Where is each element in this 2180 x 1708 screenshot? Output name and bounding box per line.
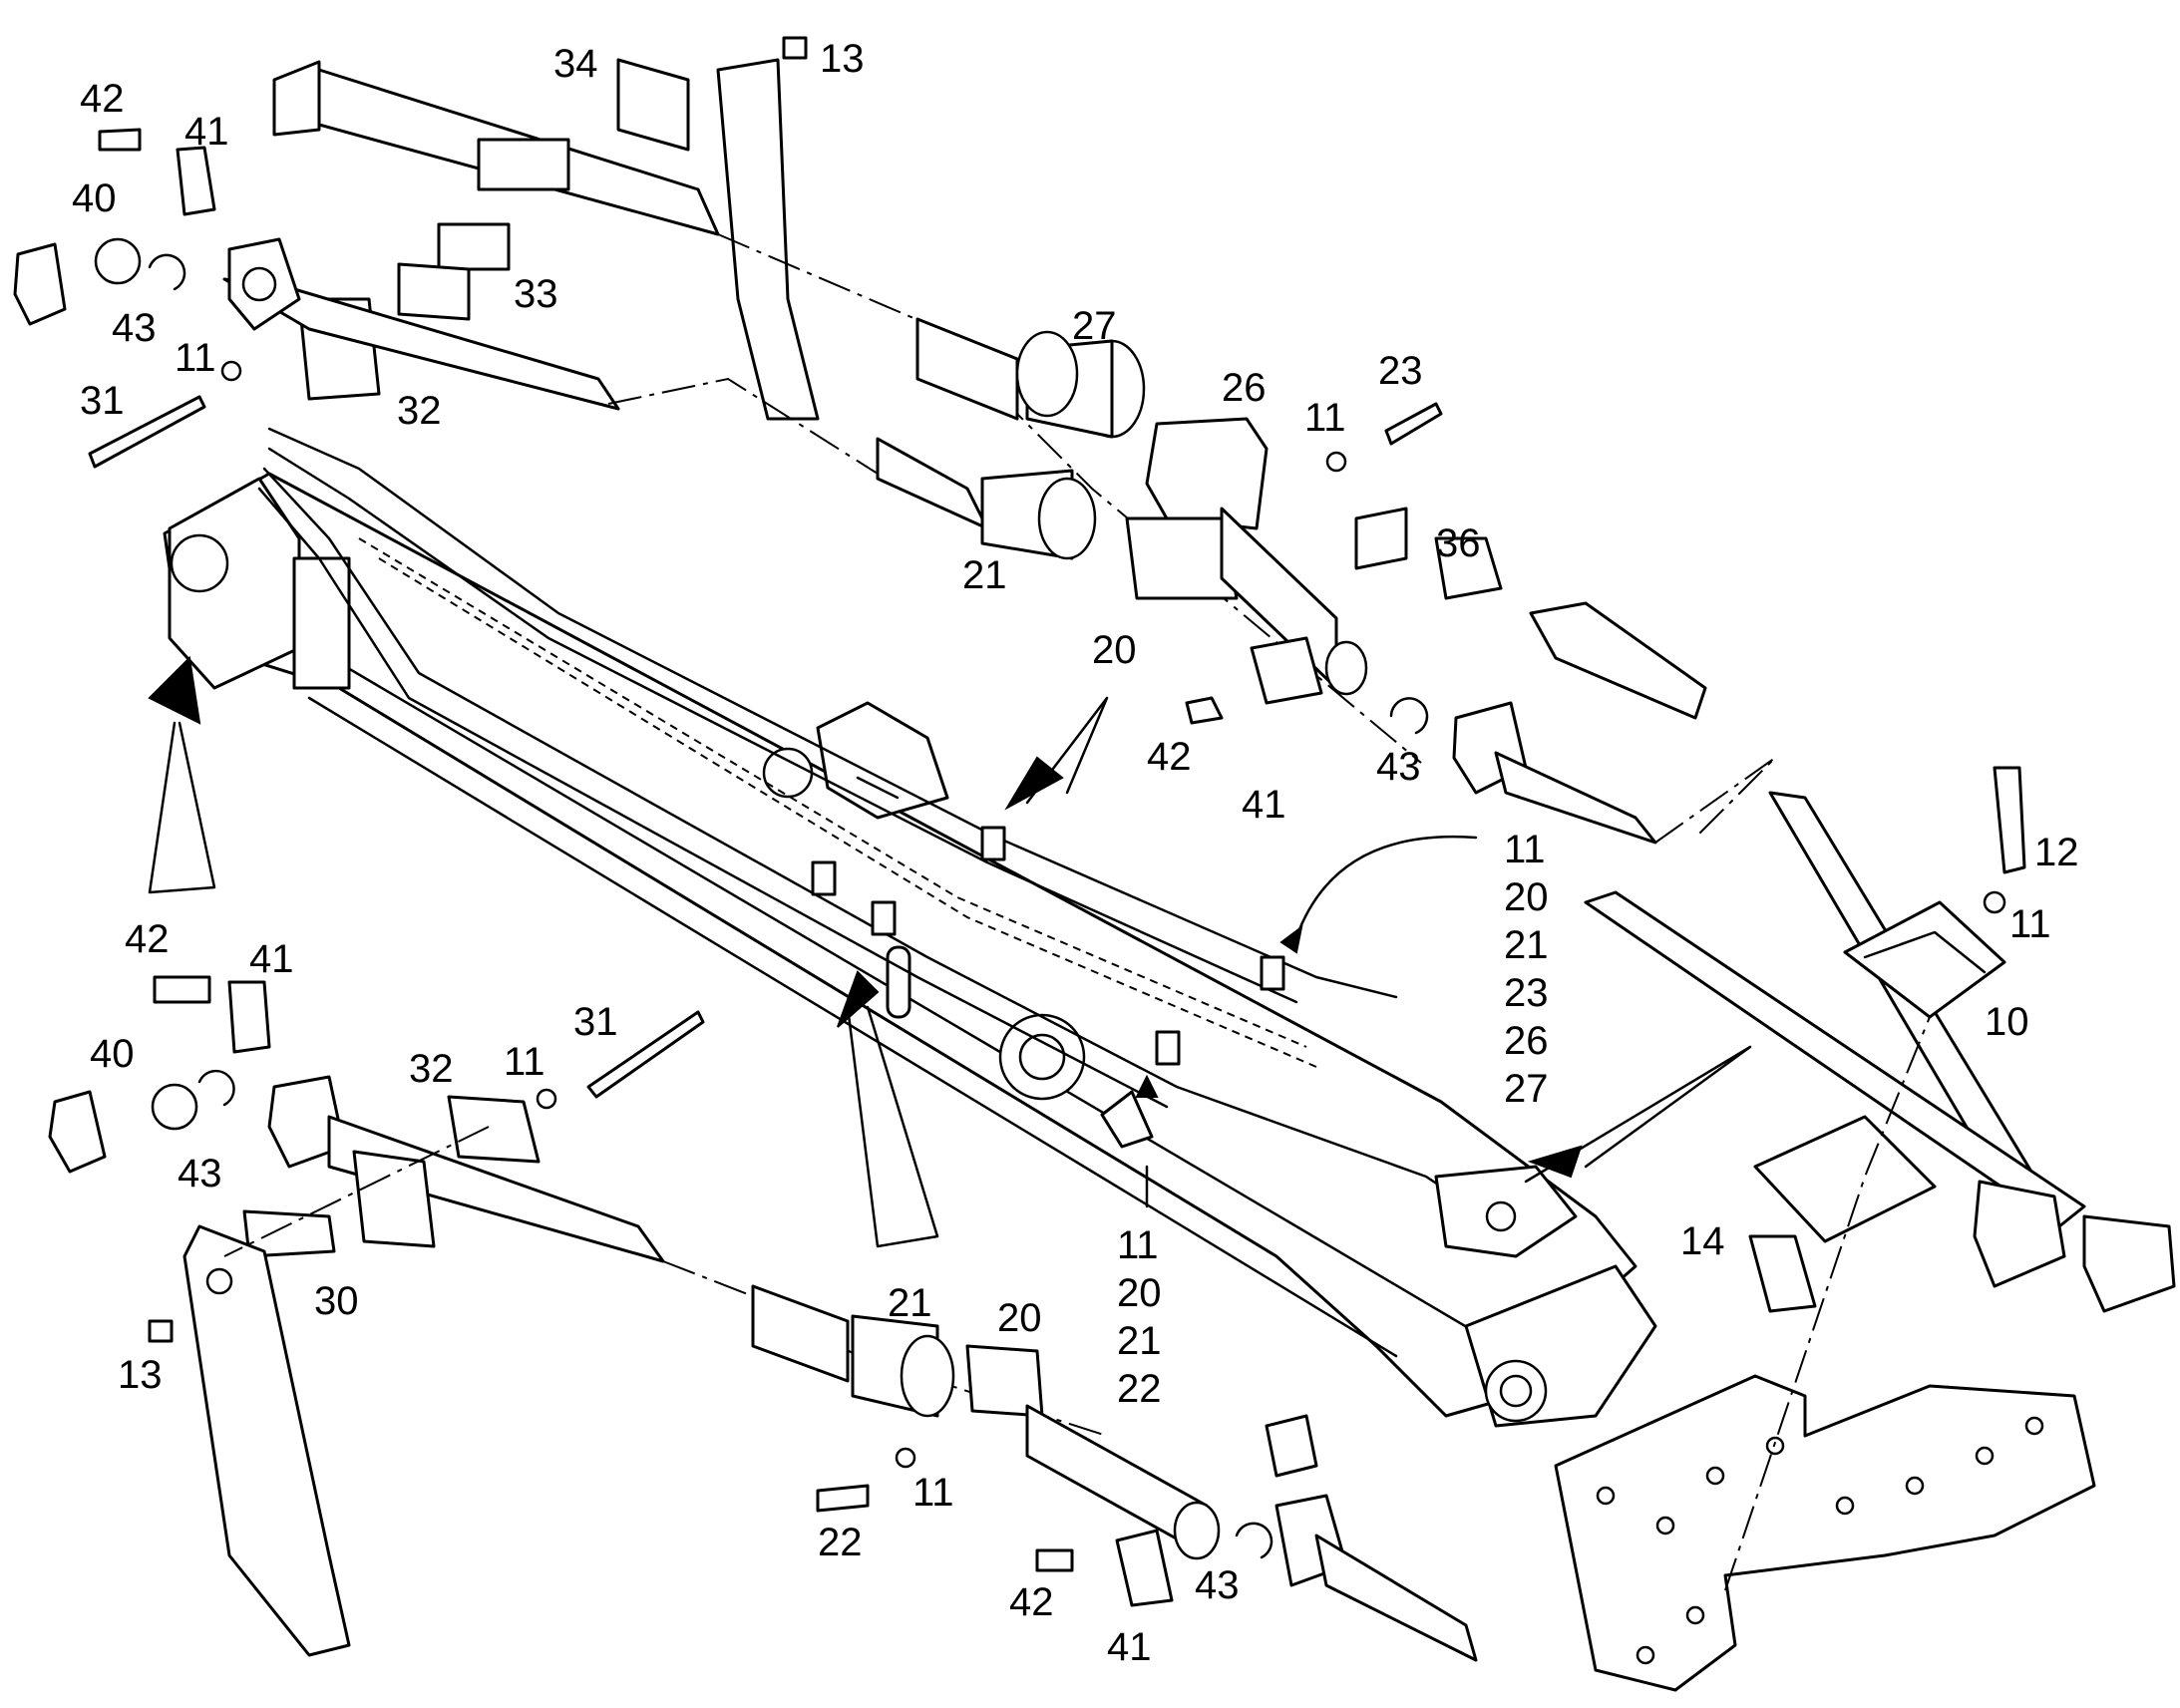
callout-label: 33 (514, 272, 558, 316)
callout-stack-center: 11 20 21 22 (1117, 1223, 1162, 1411)
callout-label: 41 (184, 110, 229, 154)
arrow-boom-left (148, 655, 201, 725)
callout-label: 27 (1072, 304, 1117, 348)
callout-label: 41 (249, 937, 294, 981)
callout-label: 34 (553, 42, 598, 86)
callout-stack-line: 20 (1504, 875, 1549, 919)
callout-label: 11 (2009, 902, 2051, 946)
callout-label: 20 (1092, 628, 1137, 672)
arrow-boom-center (837, 970, 880, 1028)
callout-stack-line: 23 (1504, 971, 1549, 1015)
callout-label: 31 (573, 1000, 618, 1044)
callout-label: 23 (1378, 349, 1423, 393)
callout-stack-line: 11 (1117, 1223, 1159, 1267)
callout-label: 43 (112, 306, 157, 350)
callout-label: 43 (1376, 745, 1421, 789)
callout-label: 32 (397, 389, 442, 433)
callout-label: 10 (1985, 1000, 2029, 1044)
callout-label: 30 (314, 1279, 359, 1323)
callout-label: 11 (1304, 396, 1346, 440)
callout-stack-line: 11 (1504, 828, 1546, 871)
callout-label: 40 (72, 176, 117, 220)
callout-label: 26 (1222, 366, 1267, 410)
callout-label: 42 (80, 77, 125, 121)
callout-label: 42 (125, 917, 170, 961)
upper-pin-assembly (607, 233, 1776, 845)
pointer-arrows (148, 655, 1752, 1248)
callout-label: 42 (1009, 1580, 1054, 1624)
lower-pin-assembly (751, 1284, 1478, 1662)
callout-label: 43 (178, 1152, 222, 1196)
callout-label: 11 (912, 1471, 954, 1515)
callout-label: 32 (409, 1047, 454, 1091)
lower-cylinder-assembly (48, 975, 1108, 1657)
callout-label: 36 (1436, 521, 1481, 565)
right-frame-assembly (1554, 766, 2176, 1692)
callout-label: 40 (90, 1032, 135, 1076)
callout-label: 41 (1107, 1625, 1152, 1669)
callout-stack-line: 21 (1117, 1319, 1162, 1363)
arrow-frame-right (1527, 1145, 1583, 1179)
callout-label: 31 (80, 379, 125, 423)
arrow-stack-right (1279, 924, 1303, 954)
callout-labels: 34 13 42 41 40 43 33 11 31 32 27 26 11 2… (72, 37, 2079, 1669)
callout-stack-line: 20 (1117, 1271, 1162, 1315)
callout-label: 11 (175, 336, 216, 380)
arrow-stack-center (1135, 1074, 1159, 1098)
callout-label: 21 (962, 553, 1007, 597)
callout-label: 21 (888, 1281, 932, 1325)
callout-label: 43 (1195, 1563, 1240, 1607)
callout-stack-right: 11 20 21 23 26 27 (1504, 828, 1549, 1111)
callout-label: 41 (1242, 783, 1286, 827)
callout-label: 12 (2034, 831, 2079, 874)
callout-label: 11 (504, 1040, 545, 1084)
callout-stack-line: 27 (1504, 1067, 1549, 1111)
callout-label: 20 (997, 1296, 1042, 1340)
upper-cylinder-assembly (13, 36, 820, 469)
callout-label: 14 (1680, 1219, 1725, 1263)
callout-label: 42 (1147, 735, 1192, 779)
callout-label: 13 (820, 37, 865, 81)
arrow-pin-upper (1004, 756, 1064, 811)
callout-stack-line: 21 (1504, 923, 1549, 967)
boom-arm (163, 427, 1657, 1428)
callout-label: 13 (118, 1353, 163, 1397)
callout-stack-line: 26 (1504, 1019, 1549, 1063)
callout-stack-line: 22 (1117, 1367, 1162, 1411)
callout-label: 22 (818, 1521, 863, 1564)
